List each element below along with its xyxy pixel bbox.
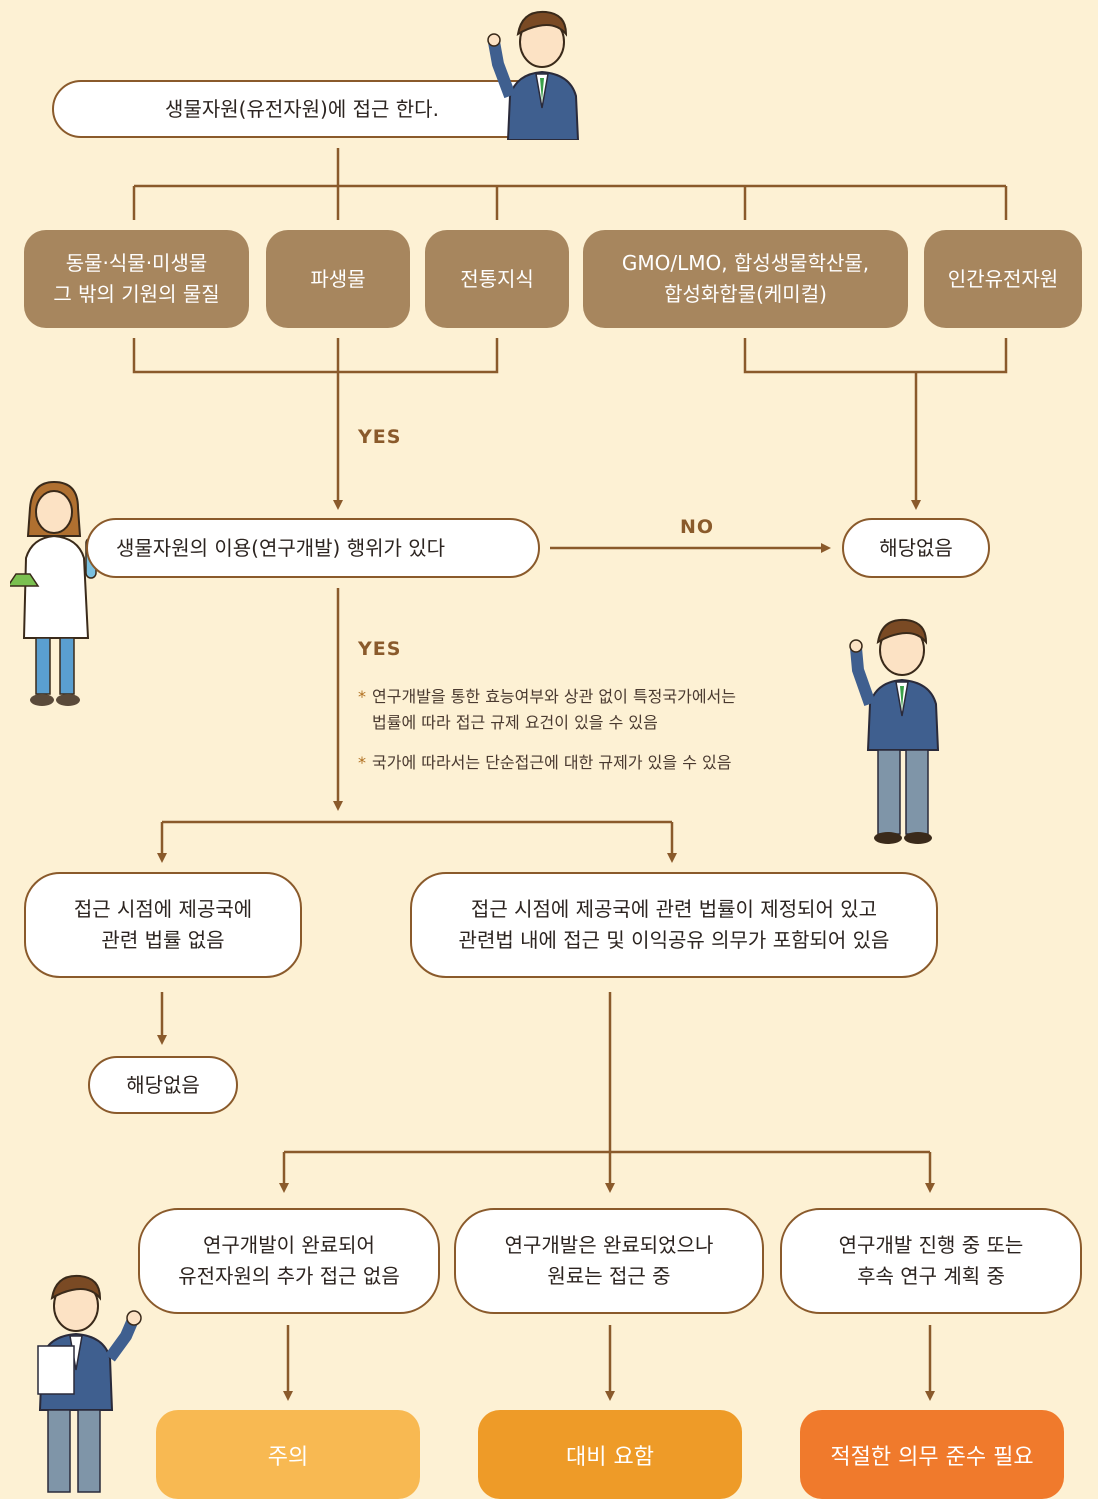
use-question-label: 생물자원의 이용(연구개발) 행위가 있다: [116, 535, 446, 560]
man-standing-illustration: [849, 618, 940, 844]
category-traditional-knowledge: 전통지식: [425, 230, 569, 328]
man-with-papers-illustration: [37, 1274, 142, 1493]
man-pointing-illustration: [487, 10, 580, 140]
stage-complete-no-access: 연구개발이 완료되어 유전자원의 추가 접근 없음: [138, 1208, 440, 1314]
note-2-text: 국가에 따라서는 단순접근에 대한 규제가 있을 수 있음: [372, 753, 732, 772]
outcome-prepare: 대비 요함: [478, 1410, 742, 1499]
note-2: * 국가에 따라서는 단순접근에 대한 규제가 있을 수 있음: [358, 750, 828, 776]
yes-label-2: YES: [358, 638, 402, 660]
category-gmo-synthetic: GMO/LMO, 합성생물학산물, 합성화합물(케미컬): [583, 230, 908, 328]
note-1: * 연구개발을 통한 효능여부와 상관 없이 특정국가에서는 법률에 따라 접근…: [358, 684, 828, 736]
not-applicable-node-2: 해당없음: [88, 1056, 238, 1114]
not-applicable-node-1: 해당없음: [842, 518, 990, 578]
category-derivatives: 파생물: [266, 230, 410, 328]
no-label: NO: [680, 516, 715, 538]
outcome-caution: 주의: [156, 1410, 420, 1499]
stage-in-progress: 연구개발 진행 중 또는 후속 연구 계획 중: [780, 1208, 1082, 1314]
note-1-text: 연구개발을 통한 효능여부와 상관 없이 특정국가에서는 법률에 따라 접근 규…: [372, 687, 736, 732]
law-none-node: 접근 시점에 제공국에 관련 법률 없음: [24, 872, 302, 978]
law-exists-node: 접근 시점에 제공국에 관련 법률이 제정되어 있고 관련법 내에 접근 및 이…: [410, 872, 938, 978]
note-marker: *: [358, 753, 366, 772]
start-node: 생물자원(유전자원)에 접근 한다.: [52, 80, 552, 138]
not-applicable-label: 해당없음: [126, 1072, 200, 1097]
note-marker: *: [358, 687, 366, 706]
use-question-node: 생물자원의 이용(연구개발) 행위가 있다: [86, 518, 540, 578]
not-applicable-label: 해당없음: [879, 535, 953, 560]
yes-label-1: YES: [358, 426, 402, 448]
category-human-genetic: 인간유전자원: [924, 230, 1082, 328]
category-organisms: 동물·식물·미생물 그 밖의 기원의 물질: [24, 230, 249, 328]
outcome-compliance-required: 적절한 의무 준수 필요: [800, 1410, 1064, 1499]
start-label: 생물자원(유전자원)에 접근 한다.: [165, 96, 439, 121]
stage-complete-accessing: 연구개발은 완료되었으나 원료는 접근 중: [454, 1208, 764, 1314]
scientist-illustration: [10, 480, 97, 706]
